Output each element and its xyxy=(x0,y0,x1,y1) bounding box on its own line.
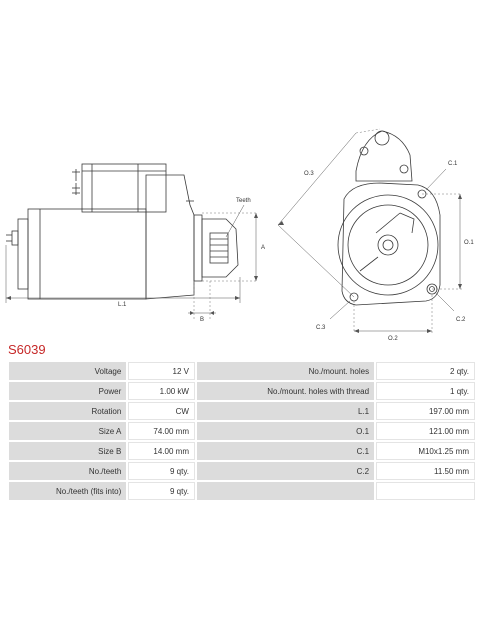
technical-drawing: Teeth A L.1 B xyxy=(5,128,474,342)
spec-value: CW xyxy=(128,402,195,420)
spec-label: Power xyxy=(9,382,127,400)
spec-label: Size B xyxy=(9,442,127,460)
label-dim-l1: L.1 xyxy=(118,302,127,308)
spec-value: 2 qty. xyxy=(376,362,475,380)
spec-label: No./teeth xyxy=(9,462,127,480)
spec-value: 197.00 mm xyxy=(376,402,475,420)
label-c1: C.1 xyxy=(448,161,458,167)
spec-label: C.1 xyxy=(196,442,375,460)
label-dim-o3: O.3 xyxy=(304,171,314,177)
spec-label: C.2 xyxy=(196,462,375,480)
label-teeth: Teeth xyxy=(236,198,251,204)
label-dim-b: B xyxy=(200,317,204,323)
spec-value xyxy=(376,482,475,500)
label-dim-a: A xyxy=(261,245,265,251)
label-c3: C.3 xyxy=(316,325,326,331)
spec-value: 121.00 mm xyxy=(376,422,475,440)
spec-value: 9 qty. xyxy=(128,462,195,480)
spec-label: No./mount. holes xyxy=(196,362,375,380)
spec-label: L.1 xyxy=(196,402,375,420)
spec-label: Size A xyxy=(9,422,127,440)
spec-value: 9 qty. xyxy=(128,482,195,500)
front-view: O.3 C.1 O.1 C.2 C.3 O.2 xyxy=(277,128,474,342)
spec-label: No./teeth (fits into) xyxy=(9,482,127,500)
spec-label: Rotation xyxy=(9,402,127,420)
spec-value: 74.00 mm xyxy=(128,422,195,440)
spec-row: No./teeth (fits into)9 qty. xyxy=(9,482,475,500)
spec-value: 1 qty. xyxy=(376,382,475,400)
spec-value: 11.50 mm xyxy=(376,462,475,480)
spec-label xyxy=(196,482,375,500)
spec-label: No./mount. holes with thread xyxy=(196,382,375,400)
label-dim-o1: O.1 xyxy=(464,240,474,246)
label-dim-o2: O.2 xyxy=(388,336,398,342)
side-view: Teeth A L.1 B xyxy=(5,163,265,323)
spec-value: 1.00 kW xyxy=(128,382,195,400)
spec-value: 14.00 mm xyxy=(128,442,195,460)
spec-label: Voltage xyxy=(9,362,127,380)
spec-label: O.1 xyxy=(196,422,375,440)
label-c2: C.2 xyxy=(456,317,466,323)
model-number: S6039 xyxy=(8,342,46,357)
spec-value: M10x1.25 mm xyxy=(376,442,475,460)
spec-value: 12 V xyxy=(128,362,195,380)
